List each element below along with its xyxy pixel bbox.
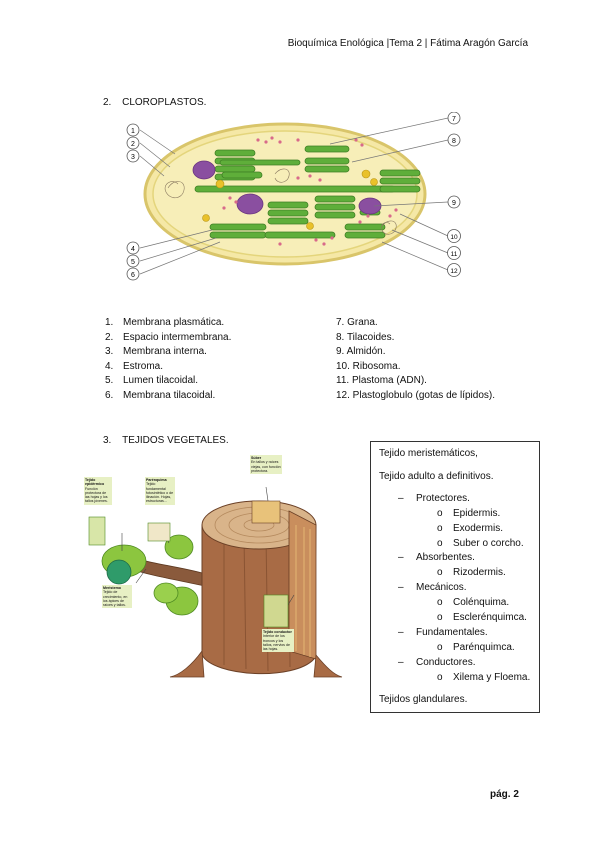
callout-2: 2 bbox=[126, 136, 140, 150]
grana bbox=[194, 145, 421, 239]
svg-text:1: 1 bbox=[131, 128, 135, 135]
svg-text:5: 5 bbox=[131, 259, 135, 266]
legend-item: 1.Membrana plasmática. bbox=[105, 317, 225, 328]
callout-10: 10 bbox=[447, 229, 461, 243]
legend-left: 1.Membrana plasmática. 2.Espacio interme… bbox=[105, 316, 231, 403]
box-line: Fundamentales. bbox=[416, 627, 488, 638]
page-header: Bioquímica Enológica |Tema 2 | Fátima Ar… bbox=[287, 38, 528, 49]
section-title-tejidos: 3. TEJIDOS VEGETALES. bbox=[103, 435, 229, 446]
callout-8: 8 bbox=[447, 133, 461, 147]
starch-grains bbox=[192, 160, 382, 215]
box-line: Tejido meristemáticos, bbox=[379, 448, 478, 459]
callout-4: 4 bbox=[126, 241, 140, 255]
dash-bullet: – bbox=[398, 582, 404, 593]
dna-loops bbox=[164, 168, 397, 235]
box-line: Mecánicos. bbox=[416, 582, 467, 593]
svg-text:7: 7 bbox=[452, 116, 456, 123]
circle-bullet: o bbox=[437, 508, 443, 519]
legend-item: 8. Tilacoides. bbox=[336, 331, 395, 343]
trunk-drawing bbox=[88, 486, 343, 678]
callout-11: 11 bbox=[447, 246, 461, 260]
dash-bullet: – bbox=[398, 493, 404, 504]
svg-text:4: 4 bbox=[131, 246, 135, 253]
legend-item: 4.Estroma. bbox=[105, 360, 164, 372]
callout-5: 5 bbox=[126, 254, 140, 268]
svg-text:3: 3 bbox=[131, 154, 135, 161]
legend-item: 9. Almidón. bbox=[336, 346, 386, 357]
box-line: Suber o corcho. bbox=[453, 538, 524, 549]
svg-text:9: 9 bbox=[452, 200, 456, 207]
legend-item: 12. Plastoglobulo (gotas de lípidos). bbox=[336, 389, 495, 401]
legend-item: 2.Espacio intermembrana. bbox=[105, 331, 232, 343]
callout-markers: 1 2 3 4 5 6 7 8 9 10 11 12 bbox=[126, 112, 461, 281]
section-title-text: TEJIDOS VEGETALES. bbox=[122, 435, 229, 446]
section-title-text: CLOROPLASTOS. bbox=[122, 97, 207, 108]
box-line: Exodermis. bbox=[453, 523, 504, 534]
callout-7: 7 bbox=[447, 112, 461, 125]
legend-item: 10. Ribosoma. bbox=[336, 360, 401, 372]
circle-bullet: o bbox=[437, 538, 443, 549]
callout-3: 3 bbox=[126, 149, 140, 163]
circle-bullet: o bbox=[437, 612, 443, 623]
callout-9: 9 bbox=[447, 195, 461, 209]
svg-text:8: 8 bbox=[452, 138, 456, 145]
dash-bullet: – bbox=[398, 657, 404, 668]
callout-12: 12 bbox=[447, 263, 461, 277]
svg-text:6: 6 bbox=[131, 272, 135, 279]
box-line: Tejidos glandulares. bbox=[379, 694, 468, 705]
section-number: 3. bbox=[103, 435, 112, 446]
box-line: Parénquimca. bbox=[453, 642, 515, 653]
box-line: Tejido adulto a definitivos. bbox=[379, 471, 494, 482]
svg-text:11: 11 bbox=[451, 251, 458, 258]
svg-text:10: 10 bbox=[450, 234, 458, 241]
dash-bullet: – bbox=[398, 552, 404, 563]
chloroplast-diagram: 1 2 3 4 5 6 7 8 9 10 11 12 bbox=[126, 112, 461, 281]
box-line: Conductores. bbox=[416, 657, 476, 668]
page-number: pág. 2 bbox=[490, 789, 519, 800]
circle-bullet: o bbox=[437, 642, 443, 653]
legend-item: 7. Grana. bbox=[336, 317, 378, 328]
box-line: Epidermis. bbox=[453, 508, 501, 519]
callout-1: 1 bbox=[126, 123, 140, 137]
box-line: Colénquima. bbox=[453, 597, 510, 608]
legend-item: 6.Membrana tilacoidal. bbox=[105, 389, 216, 401]
dash-bullet: – bbox=[398, 627, 404, 638]
circle-bullet: o bbox=[437, 567, 443, 578]
legend-item: 3.Membrana interna. bbox=[105, 346, 207, 357]
tissue-types-box: Tejido meristemáticos, Tejido adulto a d… bbox=[370, 441, 540, 713]
plastoglobules bbox=[202, 169, 378, 230]
section-number: 2. bbox=[103, 97, 112, 108]
legend-item: 11. Plastoma (ADN). bbox=[336, 375, 427, 386]
callout-lines bbox=[139, 117, 449, 275]
ribosomes bbox=[222, 136, 398, 246]
circle-bullet: o bbox=[437, 672, 443, 683]
circle-bullet: o bbox=[437, 523, 443, 534]
circle-bullet: o bbox=[437, 597, 443, 608]
svg-text:12: 12 bbox=[450, 268, 458, 275]
box-line: Protectores. bbox=[416, 493, 470, 504]
callout-6: 6 bbox=[126, 267, 140, 281]
box-line: Absorbentes. bbox=[416, 552, 475, 563]
section-title-cloroplastos: 2. CLOROPLASTOS. bbox=[103, 97, 206, 108]
box-line: Xilema y Floema. bbox=[453, 672, 531, 683]
legend-right: 7. Grana. 8. Tilacoides. 9. Almidón. 10.… bbox=[336, 316, 495, 403]
box-line: Esclerénquimca. bbox=[453, 612, 527, 623]
svg-text:2: 2 bbox=[131, 141, 135, 148]
box-line: Rizodermis. bbox=[453, 567, 506, 578]
legend-item: 5.Lumen tilacoidal. bbox=[105, 375, 199, 386]
